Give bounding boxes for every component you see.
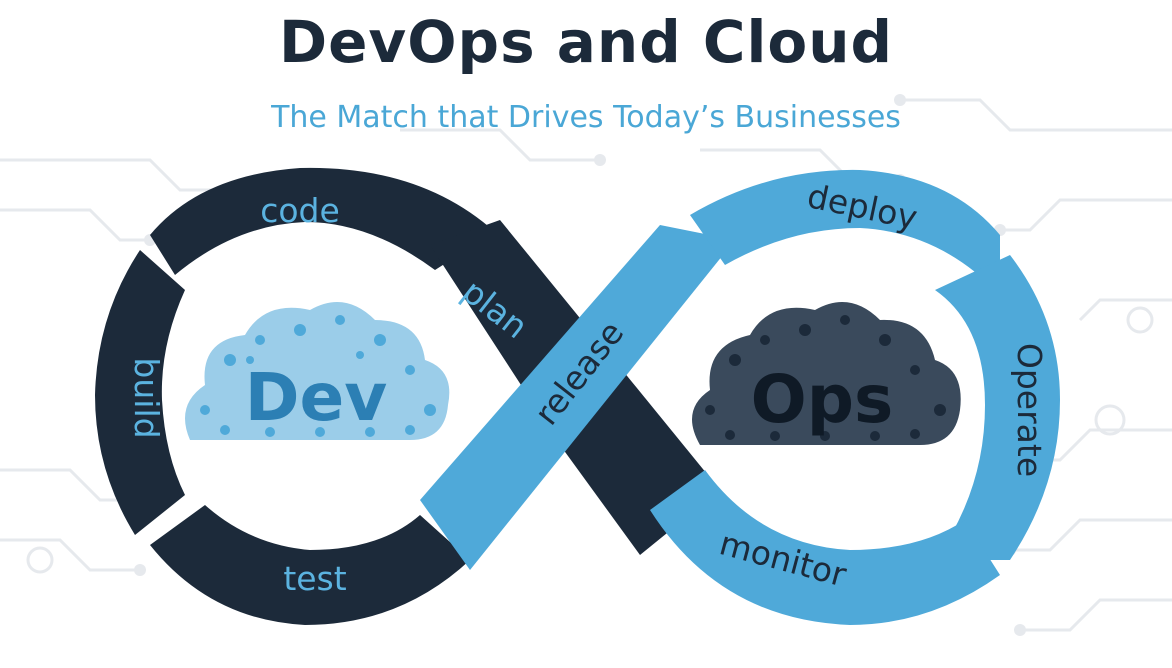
ops-segment-release	[420, 225, 735, 570]
ops-segment-deploy	[690, 169, 1000, 295]
stage-build: build	[127, 357, 166, 438]
ops-cloud-label: Ops	[751, 361, 894, 438]
ops-segment-operate	[935, 255, 1060, 560]
ops-loop	[420, 169, 1060, 625]
dev-cloud-label: Dev	[245, 359, 388, 436]
dev-segment-test	[150, 505, 470, 625]
stage-operate: Operate	[1010, 343, 1049, 477]
page-title: DevOps and Cloud	[278, 8, 894, 76]
stage-test: test	[283, 559, 346, 598]
stage-code: code	[260, 191, 340, 230]
ops-segment-monitor	[650, 470, 1000, 625]
dev-cloud: Dev	[185, 302, 450, 440]
page-subtitle: The Match that Drives Today’s Businesses	[271, 100, 901, 135]
dev-segment-build	[95, 250, 185, 535]
dev-segment-code	[150, 167, 495, 275]
ops-cloud: Ops	[692, 302, 961, 445]
